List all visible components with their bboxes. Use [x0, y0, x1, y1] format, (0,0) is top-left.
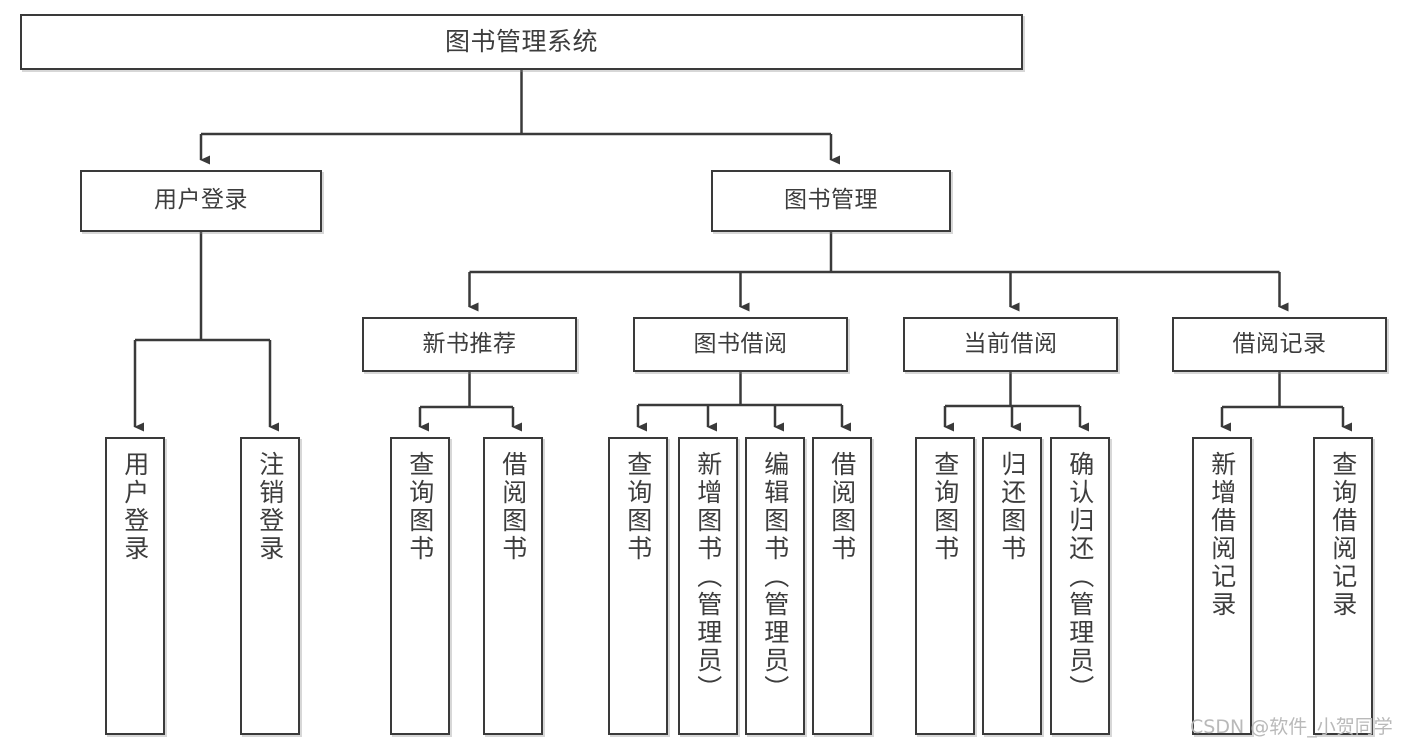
- node-leaf-user-login[interactable]: 用户登录: [105, 437, 165, 735]
- node-label: 编辑图书（管理员）: [760, 451, 790, 703]
- node-book-borrow[interactable]: 图书借阅: [633, 317, 848, 372]
- node-label: 图书管理: [784, 187, 878, 214]
- node-label: 借阅图书: [498, 451, 528, 563]
- node-label: 图书借阅: [693, 330, 788, 357]
- node-leaf-return[interactable]: 归还图书: [982, 437, 1042, 735]
- node-leaf-add-rec[interactable]: 新增借阅记录: [1192, 437, 1252, 735]
- node-label: 查询图书: [405, 451, 435, 563]
- node-label: 用户登录: [120, 451, 150, 563]
- node-label: 确认归还（管理员）: [1065, 451, 1095, 703]
- node-book-manage[interactable]: 图书管理: [711, 170, 951, 232]
- node-leaf-edit-book[interactable]: 编辑图书（管理员）: [745, 437, 805, 735]
- node-label: 归还图书: [997, 451, 1027, 563]
- node-leaf-logout[interactable]: 注销登录: [240, 437, 300, 735]
- edge-paths: [133, 70, 1352, 432]
- node-leaf-borrow-1[interactable]: 借阅图书: [483, 437, 543, 735]
- node-label: 借阅图书: [827, 451, 857, 563]
- node-current-borrow[interactable]: 当前借阅: [903, 317, 1118, 372]
- node-leaf-query-2[interactable]: 查询图书: [608, 437, 668, 735]
- node-label: 图书管理系统: [444, 27, 598, 57]
- node-label: 借阅记录: [1232, 330, 1327, 357]
- node-label: 查询图书: [623, 451, 653, 563]
- node-label: 查询借阅记录: [1328, 451, 1358, 619]
- node-leaf-confirm[interactable]: 确认归还（管理员）: [1050, 437, 1110, 735]
- node-root[interactable]: 图书管理系统: [20, 14, 1023, 70]
- node-label: 注销登录: [255, 451, 285, 563]
- node-leaf-query-rec[interactable]: 查询借阅记录: [1313, 437, 1373, 735]
- node-leaf-borrow-2[interactable]: 借阅图书: [812, 437, 872, 735]
- node-leaf-query-1[interactable]: 查询图书: [390, 437, 450, 735]
- node-label: 新增图书（管理员）: [693, 451, 723, 703]
- node-label: 用户登录: [154, 187, 248, 214]
- node-label: 新增借阅记录: [1207, 451, 1237, 619]
- node-leaf-query-3[interactable]: 查询图书: [915, 437, 975, 735]
- node-new-book-rec[interactable]: 新书推荐: [362, 317, 577, 372]
- node-user-login[interactable]: 用户登录: [80, 170, 322, 232]
- node-label: 查询图书: [930, 451, 960, 563]
- node-label: 当前借阅: [963, 330, 1058, 357]
- node-borrow-record[interactable]: 借阅记录: [1172, 317, 1387, 372]
- node-label: 新书推荐: [422, 330, 517, 357]
- node-leaf-add-book[interactable]: 新增图书（管理员）: [678, 437, 738, 735]
